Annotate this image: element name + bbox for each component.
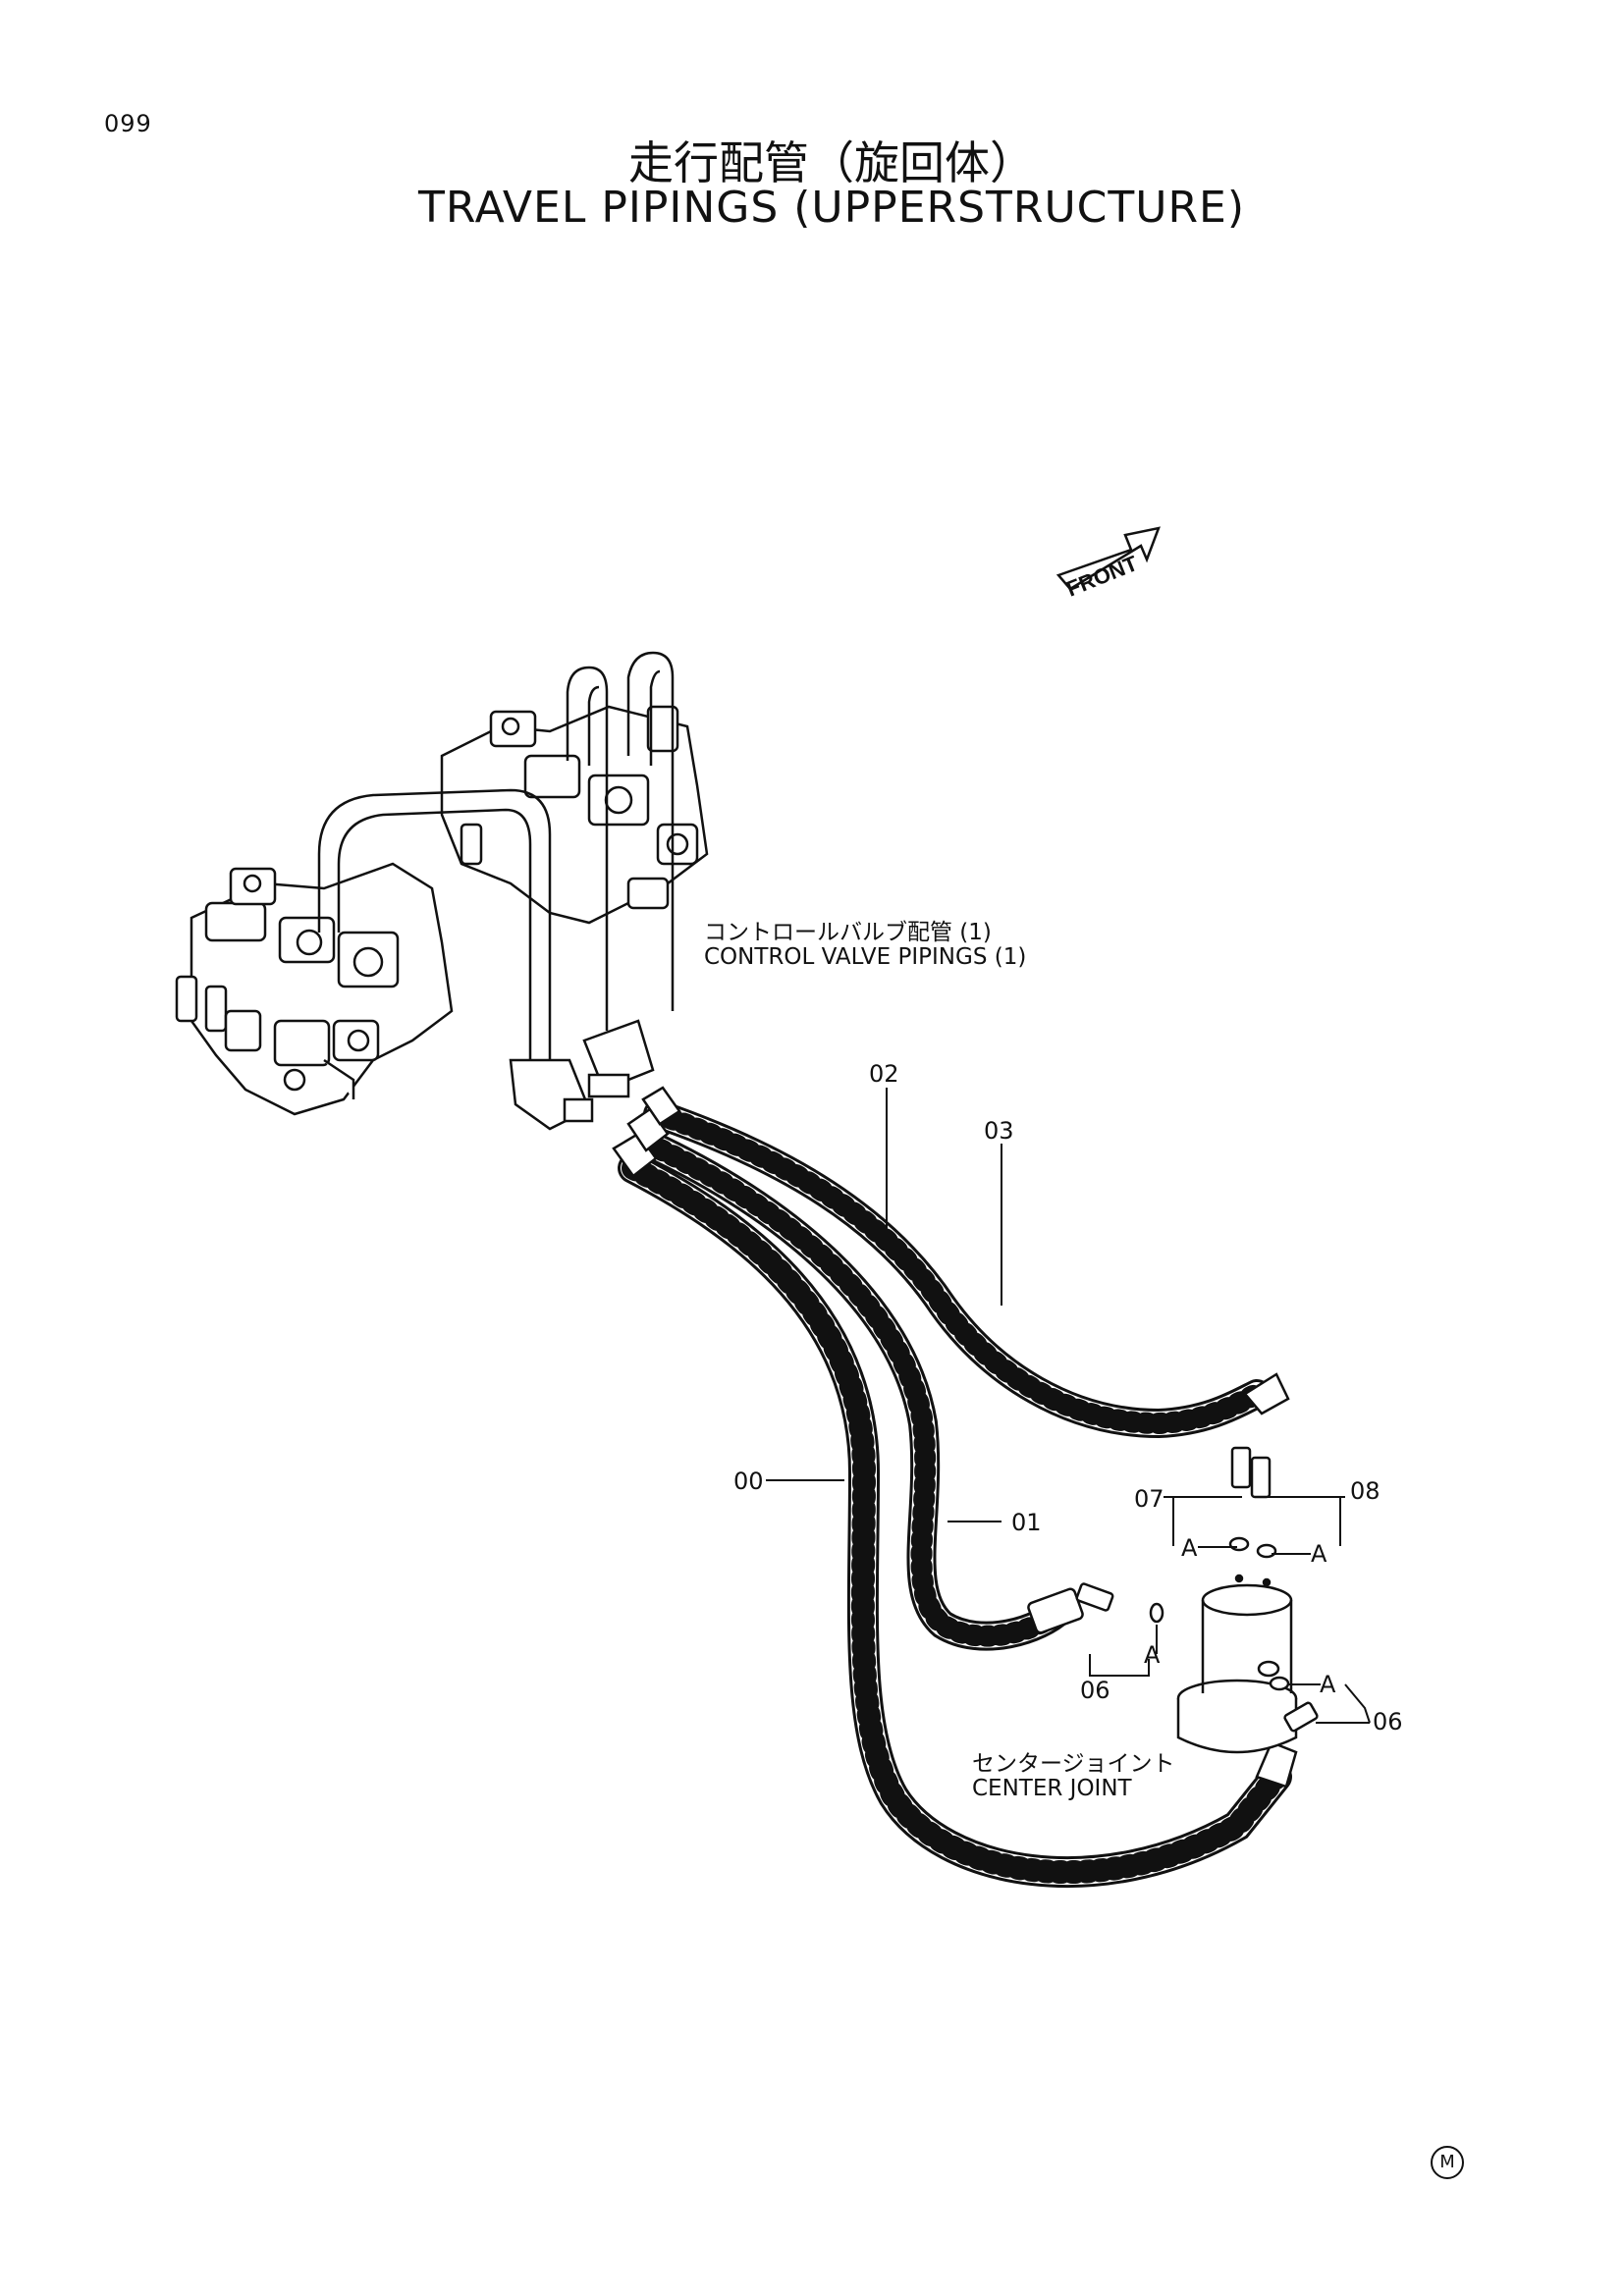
detail-mark-a-4: A: [1320, 1671, 1336, 1698]
manufacturer-mark: M: [1431, 2146, 1464, 2179]
part-number-07: 07: [1134, 1485, 1164, 1513]
part-number-08: 08: [1350, 1477, 1380, 1505]
travel-hoses: [618, 1099, 1292, 1888]
center-joint-label-japanese: センタージョイント: [972, 1751, 1175, 1777]
control-valve-pipes: [317, 651, 675, 1131]
leader-lines: [766, 1088, 1371, 1724]
control-valve-assembly: [175, 705, 709, 1116]
part-number-00: 00: [733, 1468, 764, 1495]
part-number-01: 01: [1011, 1509, 1042, 1536]
page-title-english: TRAVEL PIPINGS (UPPERSTRUCTURE): [417, 183, 1246, 233]
part-number-03: 03: [984, 1117, 1014, 1145]
center-joint-label-english: CENTER JOINT: [972, 1776, 1132, 1801]
detail-mark-a-3: A: [1144, 1641, 1161, 1669]
hose-fittings: [612, 1086, 1298, 1789]
control-valve-label-japanese: コントロールバルブ配管 (1): [704, 920, 992, 945]
part-number-06-right: 06: [1373, 1708, 1403, 1735]
page-title-japanese: 走行配管（旋回体）: [628, 136, 1035, 189]
adapters: [1075, 1446, 1319, 1733]
part-number-02: 02: [869, 1060, 899, 1088]
front-arrow-icon: FRONT: [1056, 526, 1161, 602]
front-label: FRONT: [1063, 551, 1142, 602]
part-number-06-left: 06: [1080, 1677, 1110, 1704]
center-joint: [1176, 1574, 1298, 1754]
page-number: 099: [104, 110, 152, 137]
detail-mark-a-1: A: [1181, 1534, 1198, 1562]
detail-mark-a-2: A: [1311, 1540, 1327, 1568]
control-valve-label-english: CONTROL VALVE PIPINGS (1): [704, 944, 1027, 970]
